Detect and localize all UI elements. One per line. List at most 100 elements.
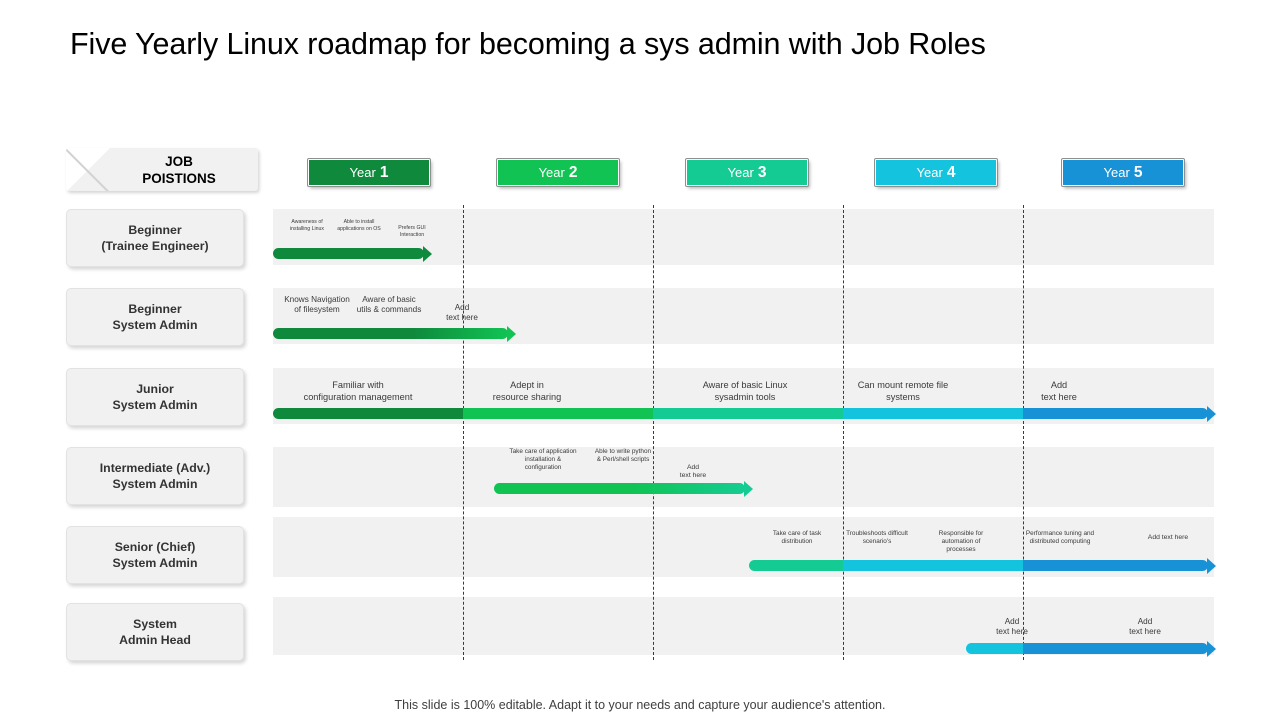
sidebar-item-label: Senior (Chief) System Admin — [113, 539, 198, 572]
sidebar-item-line1: Intermediate (Adv.) — [99, 460, 211, 475]
progress-bar-segment-1-junior-system-admin — [273, 408, 463, 419]
milestone-line1: Add — [1050, 380, 1068, 390]
progress-bar-segment-5-junior-system-admin — [1022, 408, 1208, 419]
milestone-line2: configuration management — [303, 391, 413, 402]
sidebar-item-line2: Admin Head — [119, 633, 191, 647]
progress-bar-intermediate-system-admin-arrowhead — [744, 480, 753, 497]
milestone-line2: utils & commands — [356, 305, 422, 315]
milestone-line2: text here — [1129, 627, 1161, 637]
milestone-line2: systems — [886, 391, 920, 402]
progress-bar-beginner-trainee-engineer — [273, 248, 424, 259]
milestone-line3: configuration — [524, 464, 562, 471]
progress-bar-arrowhead-junior-system-admin — [1207, 405, 1216, 422]
progress-bar-segment-1-senior-system-admin — [749, 560, 843, 571]
sidebar-item-line1: System — [133, 616, 177, 631]
sidebar-item-line2: System Admin — [112, 398, 198, 412]
milestone-line1: Can mount remote file — [857, 380, 949, 390]
sidebar-item-line2: (Trainee Engineer) — [101, 239, 209, 253]
milestone-4-senior-system-admin: Add text here — [1122, 534, 1214, 542]
year-divider-4 — [1022, 205, 1024, 660]
milestone-line1: Familiar with — [332, 380, 384, 390]
year-button-number: 1 — [379, 163, 389, 181]
sidebar-item-beginner-trainee-engineer[interactable]: Beginner (Trainee Engineer) — [66, 209, 244, 267]
sidebar-item-line2: System Admin — [112, 477, 198, 491]
footer-note: This slide is 100% editable. Adapt it to… — [394, 698, 886, 712]
milestone-line1: Take care of application — [509, 448, 577, 455]
progress-bar-arrowhead-system-admin-head — [1207, 640, 1216, 657]
year-button-label: Year — [1103, 165, 1130, 180]
progress-bar-segment-4-junior-system-admin — [843, 408, 1023, 419]
milestone-line1: Add — [1137, 617, 1153, 626]
milestone-line1: Knows Navigation — [284, 295, 350, 304]
progress-bar-segment-2-junior-system-admin — [462, 408, 653, 419]
milestone-line2: of filesystem — [294, 305, 340, 315]
sidebar-item-line1: Senior (Chief) — [114, 539, 196, 554]
year-button-label: Year — [349, 165, 376, 180]
progress-bar-segment-1-system-admin-head — [966, 643, 1023, 654]
milestone-line1: Adept in — [510, 380, 544, 390]
milestone-line2: Interaction — [399, 231, 425, 238]
sidebar-item-senior-chief-system-admin[interactable]: Senior (Chief) System Admin — [66, 526, 244, 584]
sidebar-item-intermediate-system-admin[interactable]: Intermediate (Adv.) System Admin — [66, 447, 244, 505]
milestone-line2: installing Linux — [289, 225, 325, 232]
milestone-line1: Take care of task — [772, 530, 822, 537]
milestone-line1: Add text here — [1147, 534, 1189, 541]
progress-bar-beginner-system-admin — [273, 328, 508, 339]
job-positions-header-line2: POISTIONS — [142, 170, 216, 186]
milestone-line2: sysadmin tools — [714, 391, 776, 402]
milestone-line1: Prefers GUI — [398, 225, 426, 231]
year-divider-3 — [843, 205, 844, 660]
milestone-line1: Aware of basic — [362, 295, 416, 304]
milestone-line2: resource sharing — [492, 391, 562, 402]
milestone-line2: text here — [446, 313, 478, 323]
job-positions-header-text: JOB POISTIONS — [108, 153, 216, 187]
sidebar-item-label: Intermediate (Adv.) System Admin — [100, 460, 210, 493]
sidebar-item-label: Beginner (Trainee Engineer) — [101, 222, 208, 255]
milestone-line1: Awareness of — [291, 219, 323, 225]
year-button-number: 5 — [1133, 163, 1143, 181]
milestone-line3: processes — [946, 546, 976, 553]
row-band-intermediate-system-admin — [273, 447, 1214, 507]
progress-bar-beginner-system-admin-arrowhead — [507, 325, 516, 342]
milestone-line1: Troubleshoots difficult — [846, 530, 908, 537]
milestone-line2: distribution — [781, 538, 813, 545]
year-button-number: 4 — [946, 163, 956, 181]
progress-bar-segment-2-system-admin-head — [1022, 643, 1208, 654]
milestone-line2: automation of — [941, 538, 981, 545]
job-positions-header-line1: JOB — [165, 153, 193, 169]
sidebar-item-line2: System Admin — [112, 556, 198, 570]
year-button-label: Year — [538, 165, 565, 180]
progress-bar-segment-3-junior-system-admin — [652, 408, 843, 419]
sidebar-item-line1: Beginner — [128, 222, 182, 237]
year-divider-2 — [652, 205, 654, 660]
milestone-line1: Able to install — [343, 219, 375, 225]
milestone-line1: Responsible for — [938, 530, 984, 537]
milestone-line1: Add — [686, 464, 700, 471]
